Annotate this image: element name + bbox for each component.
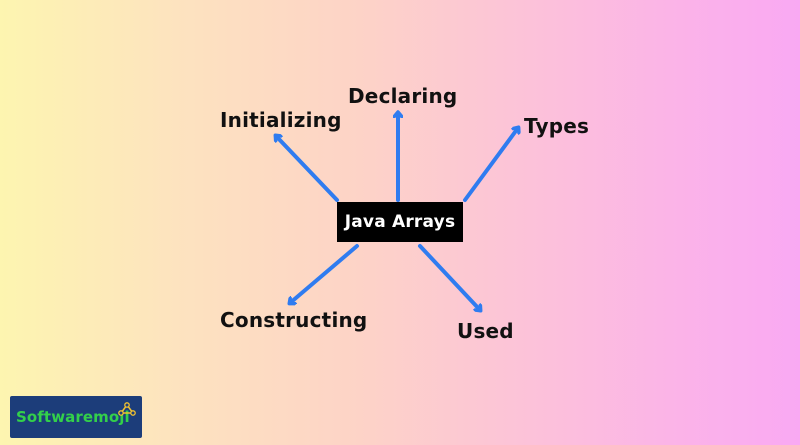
branch-used: Used xyxy=(457,319,514,343)
center-node: Java Arrays xyxy=(337,202,463,242)
branch-initializing: Initializing xyxy=(220,108,342,132)
brand-logo-text: Softwaremoji xyxy=(16,408,130,426)
center-node-label: Java Arrays xyxy=(344,212,456,232)
brand-logo: Softwaremoji xyxy=(10,396,142,438)
network-icon xyxy=(118,402,136,416)
branch-types: Types xyxy=(524,114,590,138)
arrow-used xyxy=(418,244,480,310)
arrow-constructing xyxy=(290,244,359,303)
branch-declaring: Declaring xyxy=(348,84,458,108)
arrow-types xyxy=(463,128,518,202)
arrow-initializing xyxy=(276,136,339,202)
branch-constructing: Constructing xyxy=(220,308,368,332)
